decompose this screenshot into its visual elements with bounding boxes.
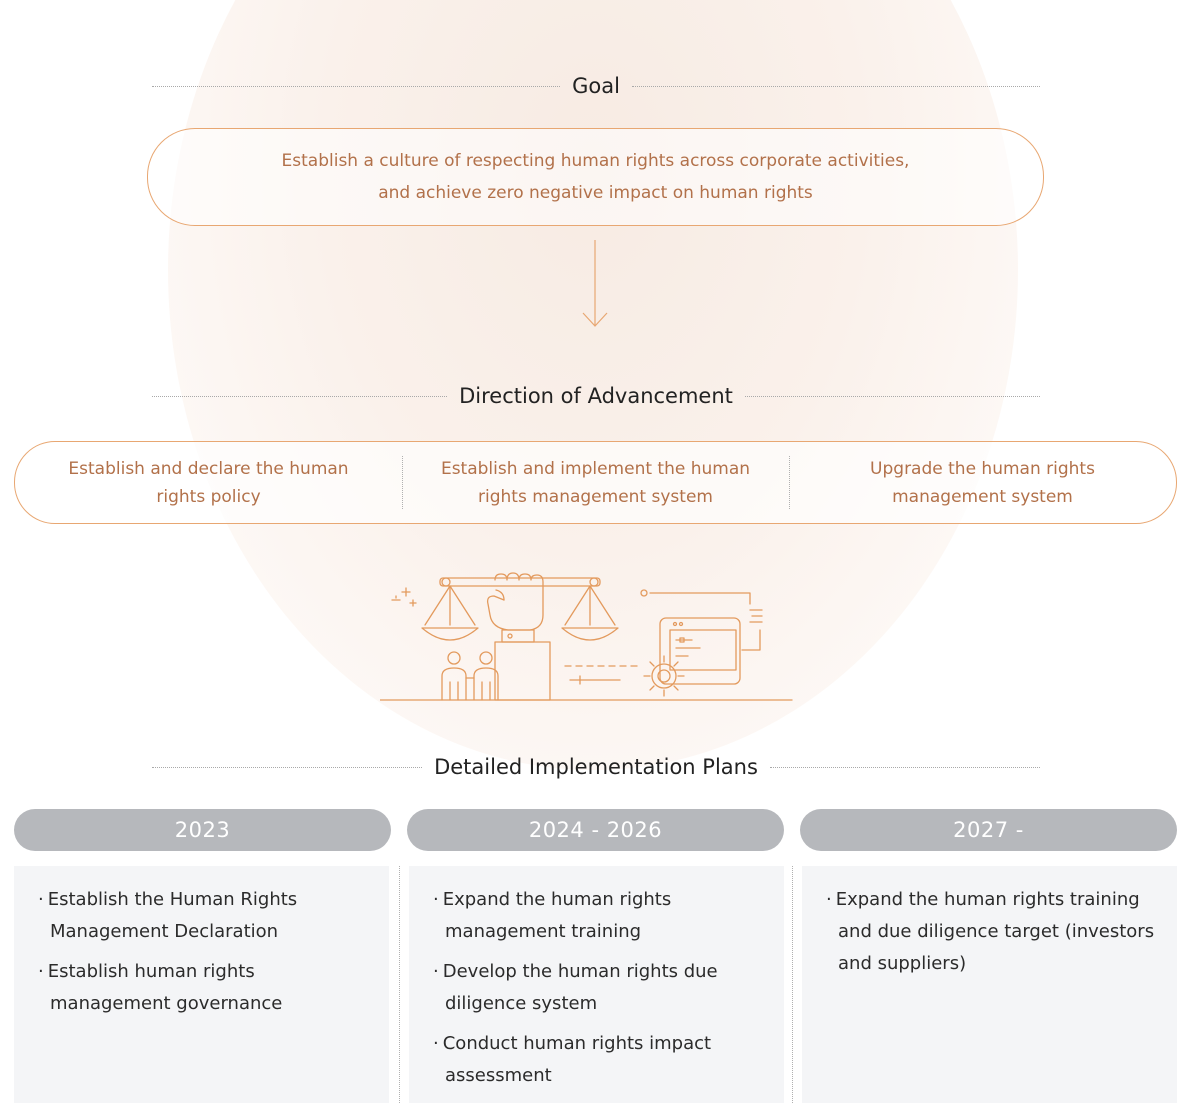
scales-of-justice-icon <box>421 577 619 641</box>
dotted-rule <box>152 766 423 768</box>
year-pill-2024-2026: 2024 - 2026 <box>407 809 784 851</box>
plan-item: Expand the human rights management train… <box>433 884 766 948</box>
plan-item: Expand the human rights training and due… <box>826 884 1159 980</box>
computer-window-icon <box>640 589 763 685</box>
human-rights-illustration <box>380 572 793 701</box>
plan-list: Expand the human rights training and due… <box>826 884 1159 980</box>
plan-list: Establish the Human Rights Management De… <box>38 884 371 1020</box>
direction-item-line: management system <box>892 486 1073 507</box>
plans-heading: Detailed Implementation Plans <box>434 755 758 779</box>
plan-box-2023: Establish the Human Rights Management De… <box>14 866 389 1103</box>
goal-line-2: and achieve zero negative impact on huma… <box>378 183 813 203</box>
direction-pill: Establish and declare the human rights p… <box>14 441 1177 524</box>
goal-heading: Goal <box>572 74 620 98</box>
plans-heading-row: Detailed Implementation Plans <box>152 752 1040 782</box>
plan-item: Establish human rights management govern… <box>38 956 371 1020</box>
dotted-rule <box>769 766 1040 768</box>
plan-item: Establish the Human Rights Management De… <box>38 884 371 948</box>
dotted-rule <box>152 395 448 397</box>
plan-list: Expand the human rights management train… <box>433 884 766 1092</box>
year-pill-2027: 2027 - <box>800 809 1177 851</box>
direction-heading-row: Direction of Advancement <box>152 381 1040 411</box>
goal-statement: Establish a culture of respecting human … <box>147 128 1044 226</box>
plan-item: Conduct human rights impact assessment <box>433 1028 766 1092</box>
direction-item-line: Establish and implement the human <box>440 458 751 479</box>
plan-item: Develop the human rights due diligence s… <box>433 956 766 1020</box>
direction-heading: Direction of Advancement <box>459 384 733 408</box>
raised-fist-icon <box>486 572 551 701</box>
direction-item: Establish and implement the human rights… <box>402 442 789 523</box>
plan-box-2027: Expand the human rights training and due… <box>802 866 1177 1103</box>
direction-item-line: rights policy <box>156 486 261 507</box>
two-people-icon <box>441 651 499 701</box>
year-pill-2023: 2023 <box>14 809 391 851</box>
goal-heading-row: Goal <box>152 71 1041 101</box>
direction-item-line: Upgrade the human rights <box>870 458 1095 479</box>
direction-item: Establish and declare the human rights p… <box>15 442 402 523</box>
direction-item: Upgrade the human rights management syst… <box>789 442 1176 523</box>
plan-box-2024-2026: Expand the human rights management train… <box>409 866 784 1103</box>
sparkle-icon <box>391 587 417 607</box>
dotted-rule <box>744 395 1040 397</box>
direction-item-line: Establish and declare the human <box>68 458 349 479</box>
down-arrow-icon <box>582 240 608 327</box>
gear-icon <box>643 655 685 697</box>
goal-line-1: Establish a culture of respecting human … <box>281 151 910 171</box>
column-separator <box>399 866 400 1103</box>
dotted-rule <box>631 85 1041 87</box>
column-separator <box>792 866 793 1103</box>
direction-item-line: rights management system <box>478 486 713 507</box>
dotted-rule <box>152 85 561 87</box>
